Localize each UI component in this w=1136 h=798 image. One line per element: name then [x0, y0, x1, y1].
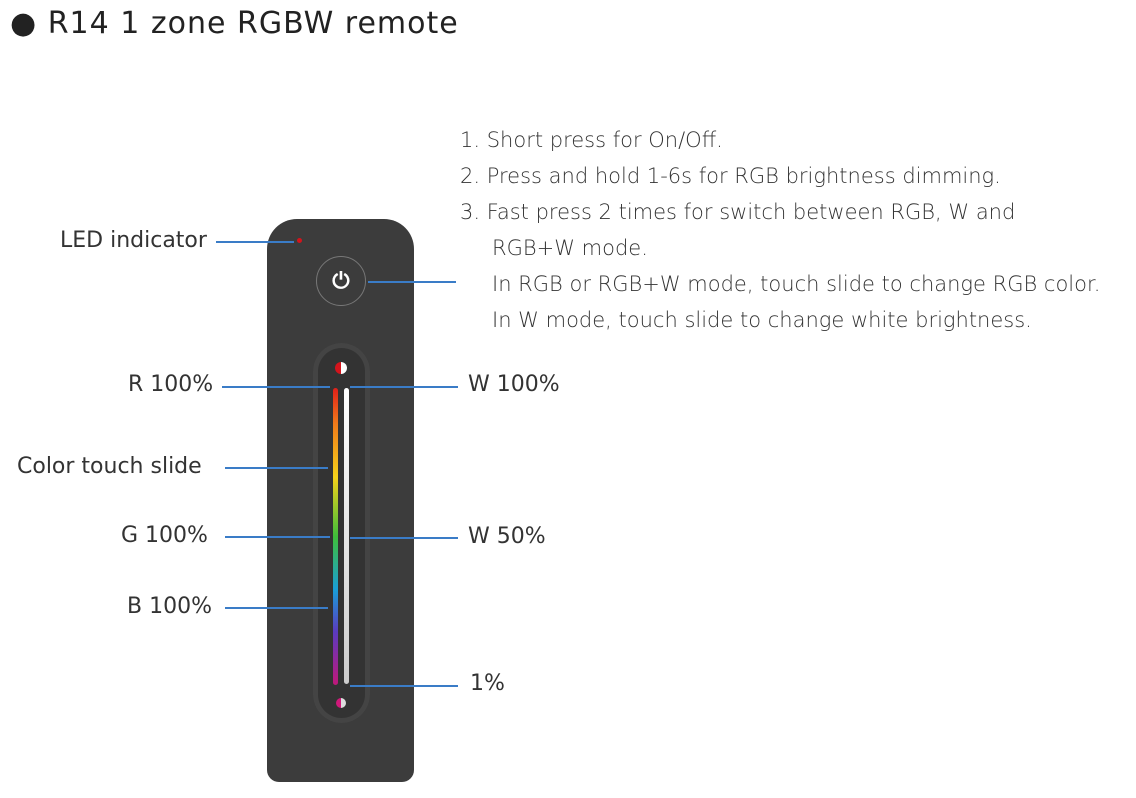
- leader-line: [225, 536, 330, 538]
- instruction-3-cont: RGB+W mode.: [492, 236, 648, 260]
- leader-line: [225, 607, 328, 609]
- instruction-w-mode: In W mode, touch slide to change white b…: [492, 308, 1032, 332]
- led-indicator: [297, 238, 302, 243]
- leader-line: [350, 685, 458, 687]
- label-w-1: 1%: [470, 671, 505, 696]
- leader-line: [350, 537, 458, 539]
- instruction-rgb-mode: In RGB or RGB+W mode, touch slide to cha…: [492, 272, 1101, 296]
- leader-line: [368, 281, 456, 283]
- leader-line: [225, 467, 328, 469]
- label-b-100: B 100%: [127, 594, 212, 619]
- leader-line: [216, 241, 294, 243]
- label-w-100: W 100%: [468, 372, 560, 397]
- white-touch-slide[interactable]: [344, 388, 349, 684]
- instruction-3: 3. Fast press 2 times for switch between…: [460, 200, 1016, 224]
- page-title: ● R14 1 zone RGBW remote: [10, 6, 459, 41]
- label-r-100: R 100%: [128, 372, 214, 397]
- label-w-50: W 50%: [468, 524, 546, 549]
- label-led-indicator: LED indicator: [60, 228, 207, 253]
- bottom-indicator-dot: [336, 698, 346, 708]
- instruction-1: 1. Short press for On/Off.: [460, 128, 723, 152]
- top-indicator-dot: [335, 362, 347, 374]
- instruction-2: 2. Press and hold 1-6s for RGB brightnes…: [460, 164, 1001, 188]
- touch-slide-slot: [313, 343, 370, 723]
- color-touch-slide[interactable]: [333, 388, 338, 685]
- leader-line: [222, 386, 330, 388]
- leader-line: [350, 386, 458, 388]
- power-button[interactable]: ⏻: [316, 256, 366, 306]
- label-color-touch-slide: Color touch slide: [17, 454, 202, 479]
- label-g-100: G 100%: [121, 523, 208, 548]
- power-icon: ⏻: [332, 268, 350, 294]
